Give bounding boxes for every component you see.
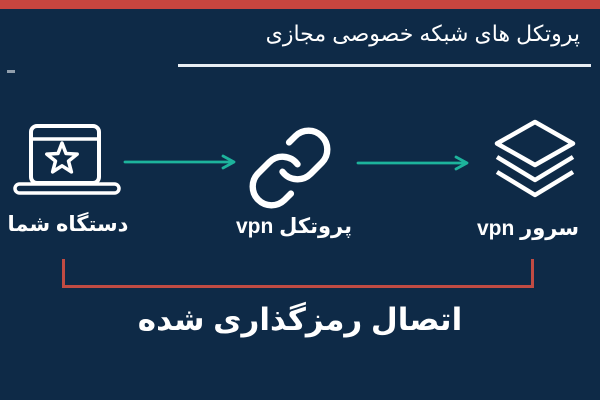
laptop-star-icon	[13, 124, 121, 195]
device-node-label: دستگاه شما	[7, 213, 129, 236]
arrow-right-icon	[356, 155, 469, 171]
layers-stack-icon	[494, 119, 576, 198]
top-accent-bar	[0, 0, 600, 9]
corner-dash	[7, 70, 15, 73]
page-title: پروتکل های شبکه خصوصی مجازی	[265, 21, 580, 46]
encryption-bracket	[62, 259, 534, 288]
title-underline	[178, 64, 591, 67]
protocol-node-label: پروتکل vpn	[235, 215, 353, 238]
server-node-label: سرور vpn	[476, 217, 580, 240]
encryption-caption: اتصال رمزگذاری شده	[137, 302, 463, 337]
chain-link-icon	[249, 127, 331, 209]
arrow-right-icon	[123, 154, 236, 170]
